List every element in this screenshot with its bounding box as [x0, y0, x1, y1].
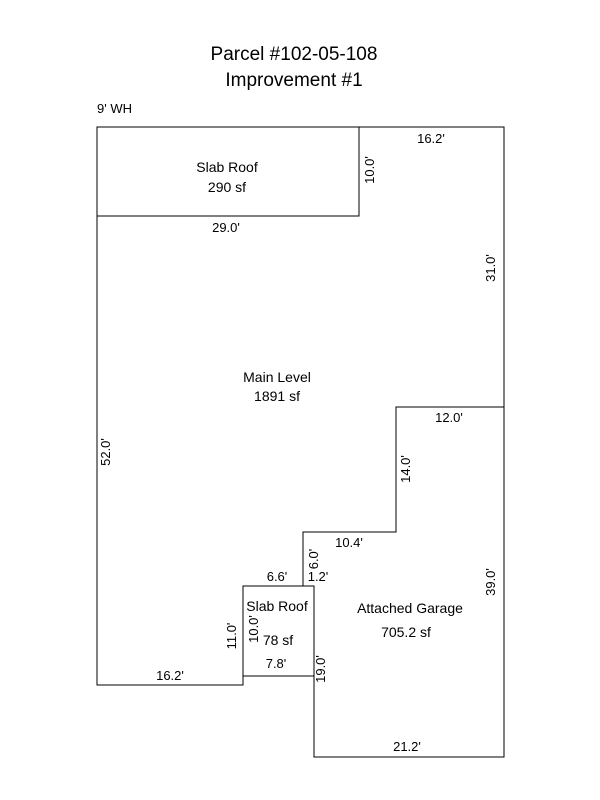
dimension-slab-roof-right: 10.0'	[362, 156, 377, 184]
dimension-slab-bottom: 7.8'	[266, 656, 287, 671]
area-size-slab-roof-upper: 290 sf	[208, 179, 246, 195]
dimension-garage-right: 39.0'	[483, 568, 498, 596]
dimension-garage-top: 12.0'	[435, 410, 463, 425]
area-size-attached-garage: 705.2 sf	[381, 624, 431, 640]
dimension-right-upper: 31.0'	[483, 254, 498, 282]
dimension-slab-inner: 10.0'	[246, 615, 261, 643]
dimension-top-right: 16.2'	[417, 131, 445, 146]
area-name-attached-garage: Attached Garage	[357, 600, 463, 616]
area-size-main-level: 1891 sf	[254, 388, 300, 404]
area-size-slab-roof-small: 78 sf	[263, 632, 293, 648]
dimension-small-vertical: 6.0'	[306, 549, 321, 570]
area-name-main-level: Main Level	[243, 369, 311, 385]
slab-roof-small-outline	[242, 585, 315, 677]
dimension-small-horizontal: 1.2'	[308, 569, 329, 584]
dimension-bottom-left: 16.2'	[156, 668, 184, 683]
dimension-left-side: 52.0'	[98, 438, 113, 466]
dimension-slab-left: 11.0'	[224, 623, 239, 650]
dimension-step-horizontal: 10.4'	[335, 535, 363, 550]
slab-roof-upper-outline	[96, 126, 360, 217]
wall-height-note: 9' WH	[97, 101, 132, 116]
dimension-slab-top: 6.6'	[267, 569, 288, 584]
area-name-slab-roof-small: Slab Roof	[246, 598, 308, 614]
parcel-title: Parcel #102-05-108	[211, 44, 378, 65]
dimension-garage-left: 19.0'	[313, 655, 328, 683]
dimension-slab-roof-bottom: 29.0'	[212, 220, 240, 235]
improvement-title: Improvement #1	[225, 70, 362, 91]
dimension-garage-bottom: 21.2'	[393, 739, 421, 754]
area-name-slab-roof-upper: Slab Roof	[196, 159, 258, 175]
floor-plan-outline	[96, 126, 505, 758]
dimension-garage-step-vertical: 14.0'	[398, 455, 413, 483]
